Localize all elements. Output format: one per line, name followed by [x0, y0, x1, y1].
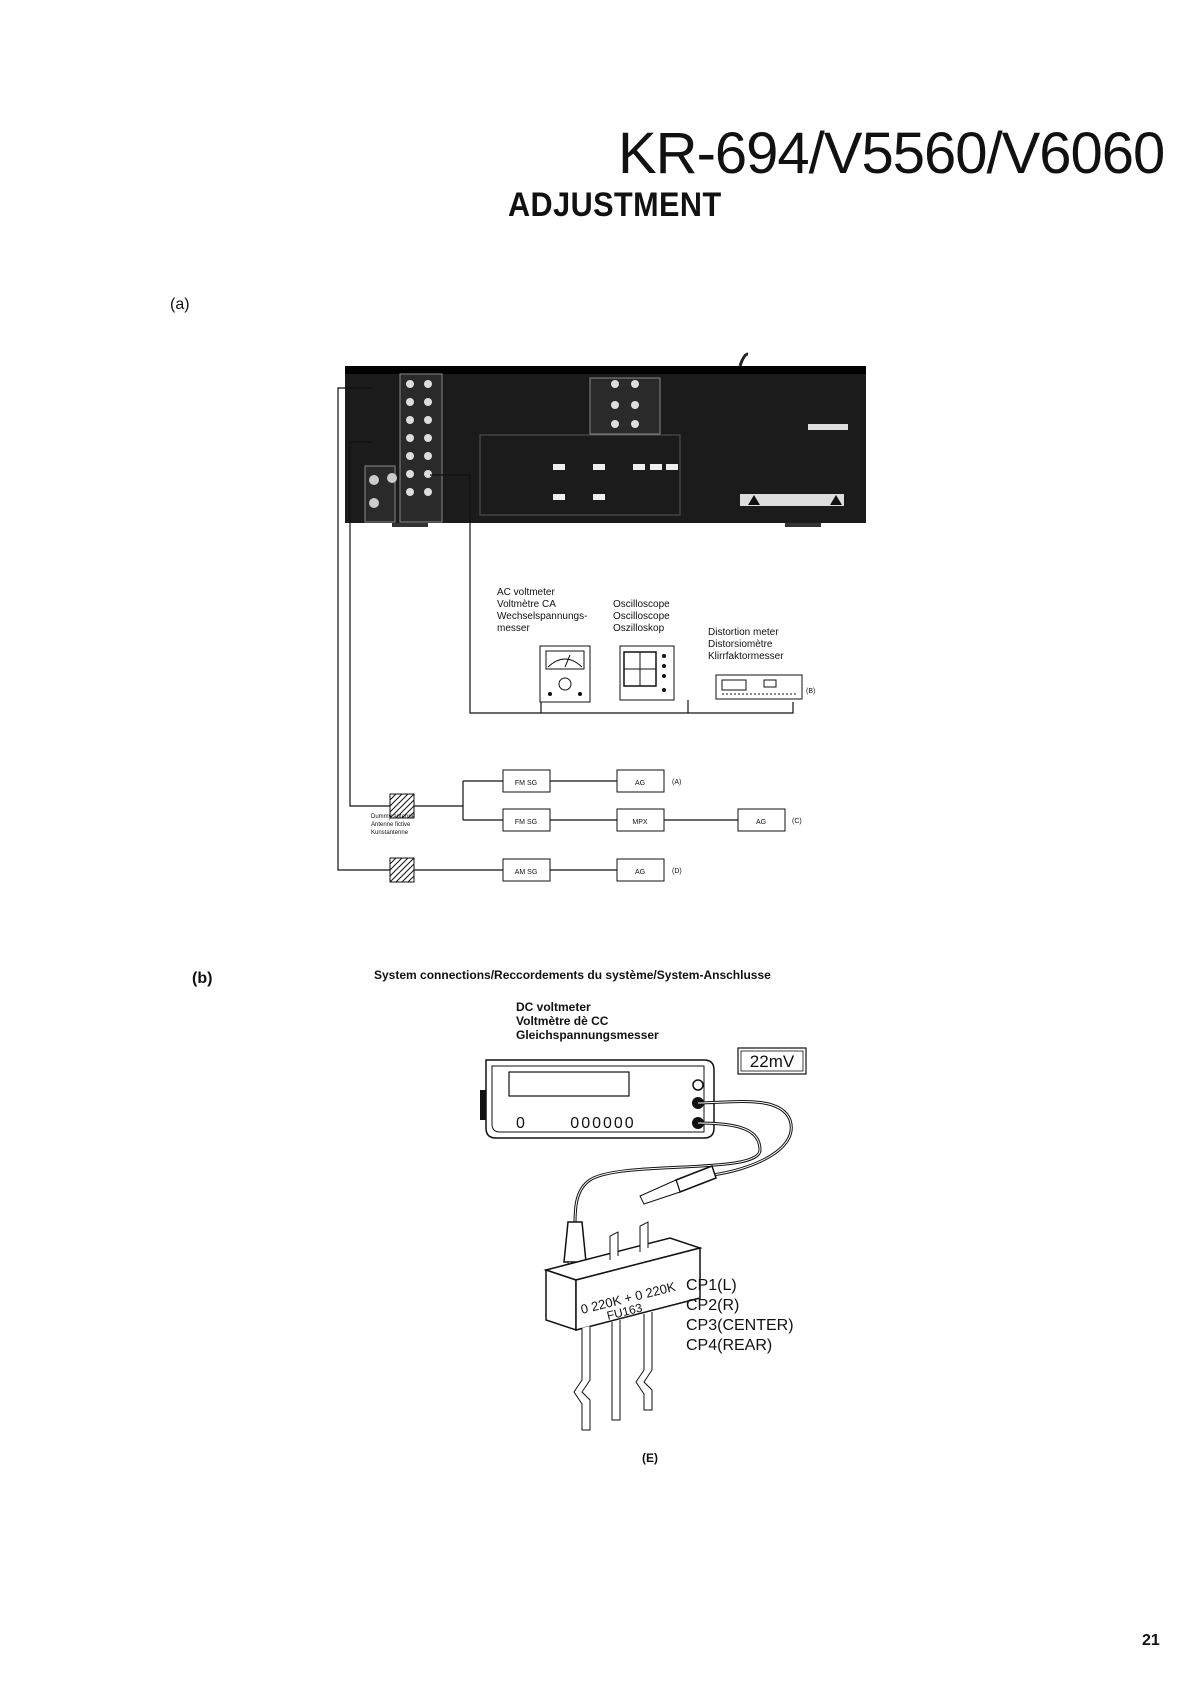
distortion-meter-label: Distortion meter Distorsiomètre Klirrfak… — [708, 627, 784, 662]
probe-right — [639, 1165, 717, 1205]
ac-voltmeter-label-line4: messer — [497, 623, 530, 634]
ac-voltmeter-label-line1: AC voltmeter — [497, 587, 555, 598]
reading-box: 22mV — [737, 1047, 807, 1075]
section-title: ADJUSTMENT — [508, 186, 722, 224]
ac-voltmeter-device — [539, 645, 591, 703]
marker-a: (A) — [672, 779, 681, 786]
block-fm-sg-1: FM SG — [502, 769, 551, 793]
block-ag-3-label: AG — [635, 869, 645, 876]
distortion-meter-label-line3: Klirrfaktormesser — [708, 651, 784, 662]
oscilloscope-label-line2: Oscilloscope — [613, 611, 670, 622]
block-ag-1-label: AG — [635, 780, 645, 787]
block-fm-sg-2: FM SG — [502, 808, 551, 832]
figure-a-label: (a) — [170, 296, 190, 313]
block-mpx-label: MPX — [632, 819, 648, 826]
dc-voltmeter-label: DC voltmeter Voltmètre dè CC Gleichspann… — [516, 1000, 659, 1042]
distortion-meter-label-line1: Distortion meter — [708, 627, 779, 638]
block-fm-sg-2-label: FM SG — [515, 819, 537, 826]
dummy-antenna-label: Dummy antenne Antenne fictive Kunstanten… — [371, 814, 416, 836]
checkpoint-2: CP2(R) — [686, 1297, 739, 1314]
page-number: 21 — [1142, 1632, 1160, 1649]
reading-value: 22mV — [750, 1052, 795, 1071]
block-ag-3: AG — [616, 858, 665, 882]
display-left: 0 — [516, 1115, 525, 1132]
distortion-meter-label-line2: Distorsiomètre — [708, 639, 773, 650]
dummy-antenna-label-line3: Kunstantenne — [371, 830, 409, 836]
dummy-antenna-label-line1: Dummy antenne — [371, 814, 416, 820]
block-ag-2: AG — [737, 808, 786, 832]
block-mpx: MPX — [616, 808, 665, 832]
ac-voltmeter-label: AC voltmeter Voltmètre CA Wechselspannun… — [497, 587, 587, 634]
connection-lines-a — [337, 387, 794, 871]
display-digits: 000000 — [570, 1115, 635, 1132]
block-am-sg-label: AM SG — [515, 869, 538, 876]
checkpoint-chip: 0 220K + 0 220K FU163 — [543, 1221, 703, 1431]
checkpoint-3: CP3(CENTER) — [686, 1317, 794, 1334]
checkpoint-list: CP1(L) CP2(R) CP3(CENTER) CP4(REAR) — [686, 1277, 794, 1354]
distortion-meter-device — [715, 674, 803, 700]
dummy-antenna-label-line2: Antenne fictive — [371, 822, 411, 828]
block-ag-2-label: AG — [756, 819, 766, 826]
marker-c: (C) — [792, 818, 802, 825]
ac-voltmeter-label-line2: Voltmètre CA — [497, 599, 556, 610]
oscilloscope-device — [619, 645, 675, 701]
dc-voltmeter-device: 0 000000 — [480, 1059, 715, 1139]
probe-leads — [573, 1100, 793, 1226]
figure-b-caption: System connections/Reccordements du syst… — [374, 968, 771, 982]
dc-voltmeter-label-line3: Gleichspannungsmesser — [516, 1028, 659, 1042]
dc-voltmeter-label-line1: DC voltmeter — [516, 1000, 591, 1014]
block-fm-sg-1-label: FM SG — [515, 780, 537, 787]
marker-b: (B) — [806, 688, 815, 695]
model-title: KR-694/V5560/V6060 — [618, 121, 1165, 186]
receiver-rear-panel — [345, 352, 866, 527]
checkpoint-1: CP1(L) — [686, 1277, 737, 1294]
dummy-antenna-box-am — [389, 857, 415, 883]
oscilloscope-label: Oscilloscope Oscilloscope Oszilloskop — [613, 599, 670, 634]
figure-b-label: (b) — [192, 970, 213, 987]
dc-voltmeter-label-line2: Voltmètre dè CC — [516, 1014, 609, 1028]
block-ag-1: AG — [616, 769, 665, 793]
oscilloscope-label-line1: Oscilloscope — [613, 599, 670, 610]
block-am-sg: AM SG — [502, 858, 551, 882]
checkpoint-4: CP4(REAR) — [686, 1337, 772, 1354]
dummy-antenna-box-fm — [389, 793, 415, 819]
marker-e: (E) — [642, 1451, 658, 1465]
ac-voltmeter-label-line3: Wechselspannungs- — [497, 611, 587, 622]
marker-d: (D) — [672, 868, 682, 875]
oscilloscope-label-line3: Oszilloskop — [613, 623, 665, 634]
